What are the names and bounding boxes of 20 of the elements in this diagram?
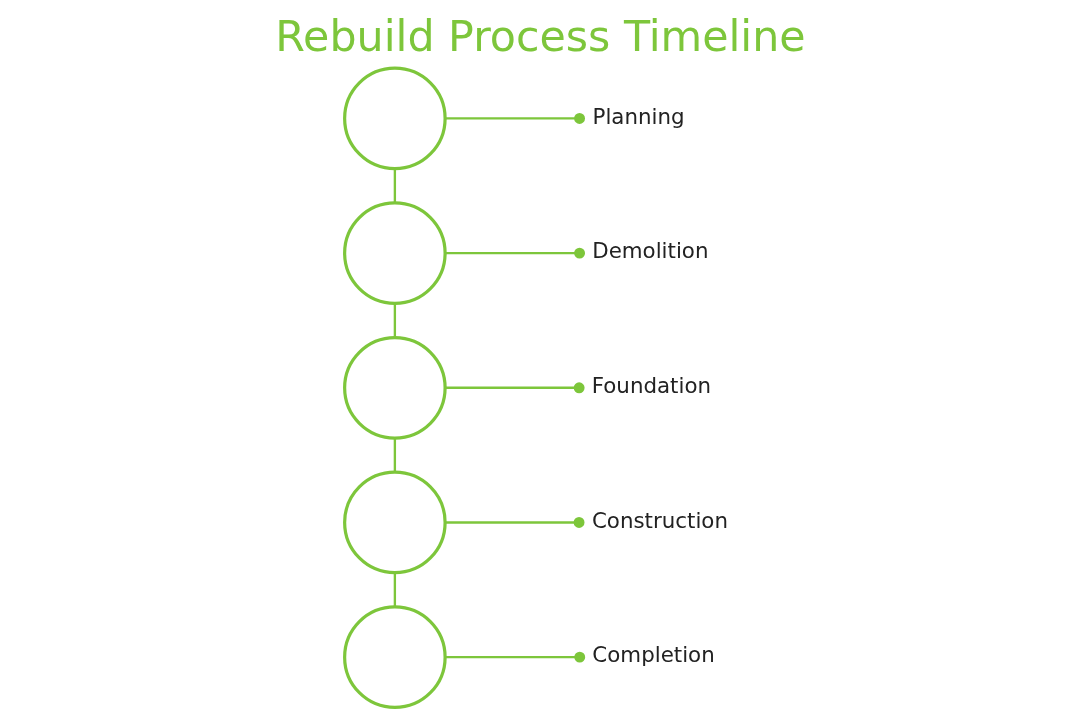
connector: [444, 113, 585, 124]
connector: [444, 382, 585, 394]
node-text: Completion: [591, 642, 715, 668]
connector: [445, 517, 584, 528]
node-circle: [342, 201, 447, 305]
connector: [444, 651, 585, 663]
connector: [393, 438, 396, 472]
node-circle: [342, 66, 447, 171]
node-circle: [342, 335, 447, 440]
diagram-title: Rebuild Process Timeline: [274, 11, 806, 62]
node-text: Demolition: [591, 238, 708, 264]
node-text: Foundation: [591, 373, 711, 399]
node-text: Planning: [592, 103, 685, 129]
node-text: Construction: [591, 507, 728, 533]
node-circle: [342, 470, 447, 575]
connector: [393, 572, 396, 607]
connector: [393, 168, 396, 203]
node-circle: [342, 605, 447, 709]
connector: [444, 247, 585, 259]
connector: [393, 303, 396, 338]
